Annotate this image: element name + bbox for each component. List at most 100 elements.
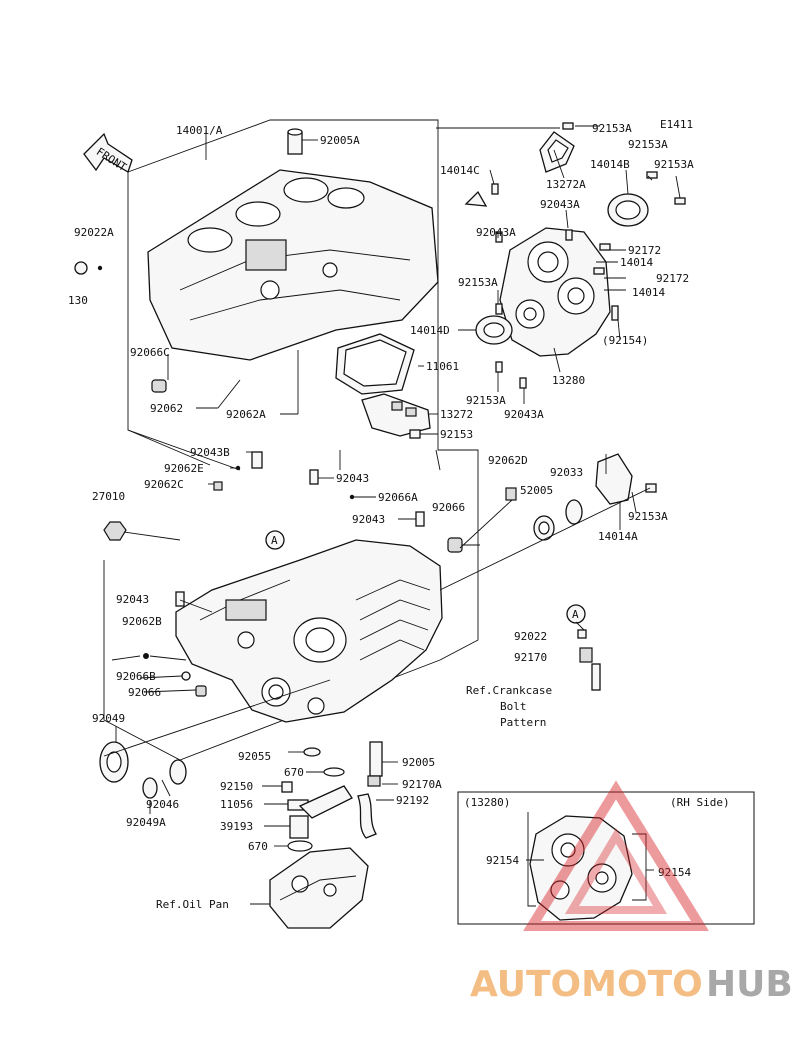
ref-oil-pan: Ref.Oil Pan bbox=[156, 898, 229, 911]
callout: 92049A bbox=[126, 816, 166, 829]
callout: (92154) bbox=[602, 334, 648, 347]
callout: 13272 bbox=[440, 408, 473, 421]
bolt-92153 bbox=[409, 429, 421, 439]
oil-pipe-assembly bbox=[281, 741, 383, 852]
gasket-11061 bbox=[335, 333, 415, 395]
callout: 92043A bbox=[540, 198, 580, 211]
callout: 92046 bbox=[146, 798, 179, 811]
callout: 92153A bbox=[628, 510, 668, 523]
callout: 14014A bbox=[598, 530, 638, 543]
marker-a-right: A bbox=[566, 604, 586, 624]
callout: 670 bbox=[284, 766, 304, 779]
small-bolts bbox=[491, 122, 686, 389]
callout: 92153A bbox=[654, 158, 694, 171]
callout: 14014 bbox=[620, 256, 653, 269]
callout: 92066B bbox=[116, 670, 156, 683]
callout: 92150 bbox=[220, 780, 253, 793]
bolt-92170 bbox=[575, 621, 601, 691]
callout: 92062D bbox=[488, 454, 528, 467]
callout: 92062B bbox=[122, 615, 162, 628]
callout: 92049 bbox=[92, 712, 125, 725]
callout: 92022 bbox=[514, 630, 547, 643]
callout: 14014D bbox=[410, 324, 450, 337]
callout: 92022A bbox=[74, 226, 114, 239]
callout: 92153 bbox=[440, 428, 473, 441]
callout: 670 bbox=[248, 840, 268, 853]
callout: 14014C bbox=[440, 164, 480, 177]
leader-lines-lower bbox=[111, 130, 637, 905]
bolt-130 bbox=[74, 261, 103, 275]
callout: 92066A bbox=[378, 491, 418, 504]
callout-labels: 14001/A 92005A 92022A 130 92066C 92062 9… bbox=[68, 122, 694, 853]
callout: 11061 bbox=[426, 360, 459, 373]
inset-title: (13280) bbox=[464, 796, 510, 809]
callout: 92043B bbox=[190, 446, 230, 459]
ref-crankcase-line1: Ref.Crankcase bbox=[466, 684, 552, 697]
callout: 27010 bbox=[92, 490, 125, 503]
gear-cover-13280 bbox=[499, 227, 611, 357]
bearing-92046 bbox=[169, 759, 187, 785]
callout: 92005A bbox=[320, 134, 360, 147]
callout: 14001/A bbox=[176, 124, 223, 137]
svg-text:A: A bbox=[271, 534, 278, 547]
ref-crankcase-line2: Bolt bbox=[500, 700, 527, 713]
callout: 11056 bbox=[220, 798, 253, 811]
callout: 92062 bbox=[150, 402, 183, 415]
plug-92066c bbox=[151, 379, 167, 393]
callout: 92066C bbox=[130, 346, 170, 359]
marker-a-left: A bbox=[265, 530, 285, 550]
upper-crankcase bbox=[147, 169, 439, 361]
callout: 52005 bbox=[520, 484, 553, 497]
gasket-14014c bbox=[464, 190, 488, 207]
callout: 92066 bbox=[432, 501, 465, 514]
callout: 92062E bbox=[164, 462, 204, 475]
automotohub-watermark: AUTOMOTO HUB bbox=[470, 780, 793, 1005]
callout: 92153A bbox=[592, 122, 632, 135]
callout: 92153A bbox=[628, 138, 668, 151]
callout: 14014 bbox=[632, 286, 665, 299]
gasket-13272a bbox=[539, 131, 575, 173]
lower-crankcase bbox=[175, 539, 443, 723]
watermark-text-orange: AUTOMOTO bbox=[470, 964, 703, 1005]
diagram-code: E1411 bbox=[660, 118, 693, 131]
callout: 14014B bbox=[590, 158, 630, 171]
callout: 92170A bbox=[402, 778, 442, 791]
callout: 92062C bbox=[144, 478, 184, 491]
inset-rh-side: (13280) (RH Side) 92154 92154 bbox=[457, 791, 755, 925]
inset-side: (RH Side) bbox=[670, 796, 730, 809]
callout: 92043A bbox=[476, 226, 516, 239]
callout: 92033 bbox=[550, 466, 583, 479]
inset-label-right: 92154 bbox=[658, 866, 691, 879]
callout: 92192 bbox=[396, 794, 429, 807]
callout: 130 bbox=[68, 294, 88, 307]
callout: 92172 bbox=[656, 272, 689, 285]
callout: 92172 bbox=[628, 244, 661, 257]
callout: 92005 bbox=[402, 756, 435, 769]
callout: 92170 bbox=[514, 651, 547, 664]
shaft-parts-right bbox=[439, 453, 657, 591]
callout: 92055 bbox=[238, 750, 271, 763]
callout: 13280 bbox=[552, 374, 585, 387]
callout: 92043 bbox=[336, 472, 369, 485]
gasket-14014d bbox=[475, 315, 513, 345]
svg-text:A: A bbox=[572, 608, 579, 621]
inset-label-left: 92154 bbox=[486, 854, 519, 867]
gasket-14014b bbox=[607, 193, 649, 227]
leader-lines-upper bbox=[436, 125, 681, 404]
callout: 92043 bbox=[352, 513, 385, 526]
lower-small-parts bbox=[103, 451, 517, 697]
watermark-text-grey: HUB bbox=[706, 964, 793, 1005]
callout: 13272A bbox=[546, 178, 586, 191]
seal-92049 bbox=[99, 741, 129, 783]
front-direction-arrow: FRONT bbox=[83, 132, 133, 174]
oil-pan bbox=[269, 847, 369, 929]
callout: 92062A bbox=[226, 408, 266, 421]
callout: 92153A bbox=[458, 276, 498, 289]
gasket-13272 bbox=[361, 393, 431, 437]
callout: 92066 bbox=[128, 686, 161, 699]
callout: 92153A bbox=[466, 394, 506, 407]
seal-92049a bbox=[142, 777, 158, 799]
dowel-pin-92005a bbox=[287, 128, 303, 155]
callout: 92043A bbox=[504, 408, 544, 421]
